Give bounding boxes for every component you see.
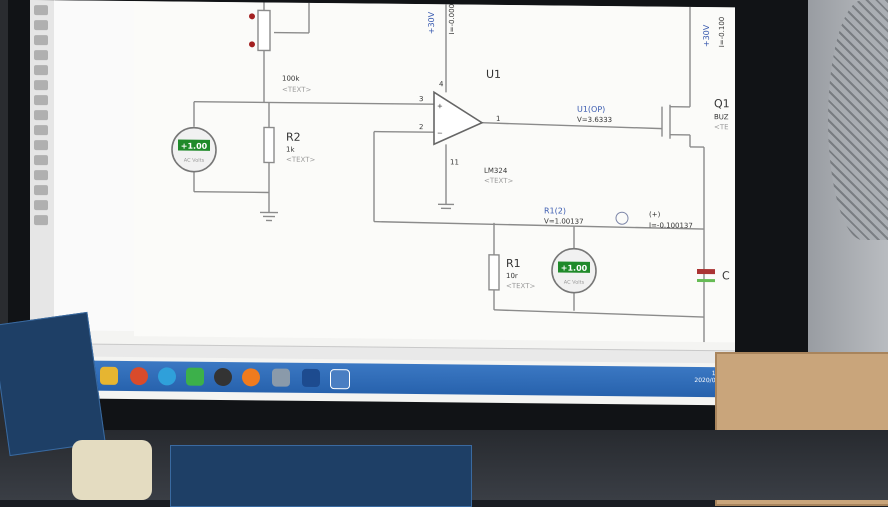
u1-ref: U1: [486, 68, 501, 81]
firefox-taskbar-icon[interactable]: [242, 368, 260, 386]
opamp-plus-sign: +: [437, 102, 443, 110]
schematic-svg: 100k <TEXT> R2 1k <TEXT> +1.00 AC Volts …: [134, 1, 735, 342]
line-tool-icon[interactable]: [34, 155, 48, 165]
supply-left-current: I=-0.000: [448, 4, 456, 35]
current-probe-label: (+): [649, 210, 661, 218]
opamp-output-voltage: V=3.6333: [577, 116, 612, 124]
schematic-canvas[interactable]: 100k <TEXT> R2 1k <TEXT> +1.00 AC Volts …: [134, 1, 735, 342]
isis-taskbar-icon[interactable]: [330, 369, 350, 389]
pin-1: 1: [496, 115, 500, 123]
arc-tool-icon[interactable]: [34, 200, 48, 210]
probe-tool-icon[interactable]: [34, 110, 48, 120]
system-tray[interactable]: 18:47 2020/03/14: [589, 369, 729, 394]
windows-taskbar: 18:47 2020/03/14: [30, 360, 735, 397]
pot-decrease-button[interactable]: [249, 41, 255, 47]
voltmeter-left[interactable]: +1.00 AC Volts: [172, 127, 216, 171]
current-probe-value: I=-0.100137: [649, 221, 693, 229]
resistor-r2[interactable]: [264, 127, 274, 162]
component-tool-icon[interactable]: [34, 20, 48, 30]
capacitor-c[interactable]: [697, 269, 715, 274]
select-tool-icon[interactable]: [34, 5, 48, 15]
instrument-tool-icon[interactable]: [34, 140, 48, 150]
junction-tool-icon[interactable]: [34, 35, 48, 45]
c-ref: C: [722, 269, 730, 282]
r1-probe-voltage: V=1.00137: [544, 217, 584, 225]
qq-taskbar-icon[interactable]: [214, 368, 232, 386]
tool-taskbar-icon[interactable]: [302, 369, 320, 387]
supply-left-label: +30V: [427, 11, 436, 34]
left-toolbar: [30, 0, 55, 330]
q1-text-placeholder: <TE: [714, 123, 729, 131]
voltmeter-right[interactable]: +1.00 AC Volts: [552, 248, 596, 292]
r2-text-placeholder: <TEXT>: [286, 156, 316, 164]
generator-tool-icon[interactable]: [34, 125, 48, 135]
capacitor-plate: [697, 279, 715, 282]
opamp-output-probe-label: U1(OP): [577, 105, 605, 114]
box-tool-icon[interactable]: [34, 170, 48, 180]
monitor-screen: 100k <TEXT> R2 1k <TEXT> +1.00 AC Volts …: [30, 0, 735, 405]
supply-right-current: I=-0.100: [718, 17, 726, 48]
resistor-r1[interactable]: [489, 255, 499, 290]
pin-4: 4: [439, 80, 444, 88]
q1-ref: Q1: [714, 97, 730, 110]
folder-taskbar-icon[interactable]: [100, 367, 118, 385]
cable-bundle: [72, 440, 152, 500]
wechat-taskbar-icon[interactable]: [186, 368, 204, 386]
device-list-panel: [54, 0, 135, 331]
circuit-board-left: [0, 312, 106, 456]
r1-ref: R1: [506, 257, 521, 270]
ie-taskbar-icon[interactable]: [158, 367, 176, 385]
circle-tool-icon[interactable]: [34, 185, 48, 195]
current-probe-icon[interactable]: [616, 212, 628, 224]
r2-value: 1k: [286, 146, 295, 154]
r1-value: 10r: [506, 272, 518, 280]
voltmeter-left-mode: AC Volts: [184, 158, 205, 164]
q1-model: BUZ: [714, 113, 729, 121]
r1-text-placeholder: <TEXT>: [506, 282, 536, 290]
pot-increase-button[interactable]: [249, 13, 255, 19]
opamp-minus-sign: −: [437, 129, 443, 137]
browser-taskbar-icon[interactable]: [130, 367, 148, 385]
r1-probe-label: R1(2): [544, 206, 566, 215]
supply-right-label: +30V: [702, 24, 711, 47]
voltmeter-right-value: +1.00: [561, 264, 588, 273]
circuit-board-bottom: [170, 445, 472, 507]
clock-date: 2020/03/14: [589, 376, 729, 384]
path-tool-icon[interactable]: [34, 215, 48, 225]
voltmeter-left-value: +1.00: [181, 142, 208, 151]
label-tool-icon[interactable]: [34, 50, 48, 60]
u1-model: LM324: [484, 167, 508, 175]
text-tool-icon[interactable]: [34, 65, 48, 75]
potentiometer-body[interactable]: [258, 10, 270, 50]
terminal-tool-icon[interactable]: [34, 95, 48, 105]
pin-11: 11: [450, 158, 459, 166]
u1-text-placeholder: <TEXT>: [484, 177, 514, 185]
voltmeter-right-mode: AC Volts: [564, 280, 585, 286]
r2-ref: R2: [286, 131, 301, 144]
pot-value: 100k: [282, 75, 300, 83]
app-taskbar-icon[interactable]: [272, 369, 290, 387]
pin-2: 2: [419, 123, 423, 131]
pin-3: 3: [419, 95, 423, 103]
pot-text-placeholder: <TEXT>: [282, 86, 312, 94]
bus-tool-icon[interactable]: [34, 80, 48, 90]
